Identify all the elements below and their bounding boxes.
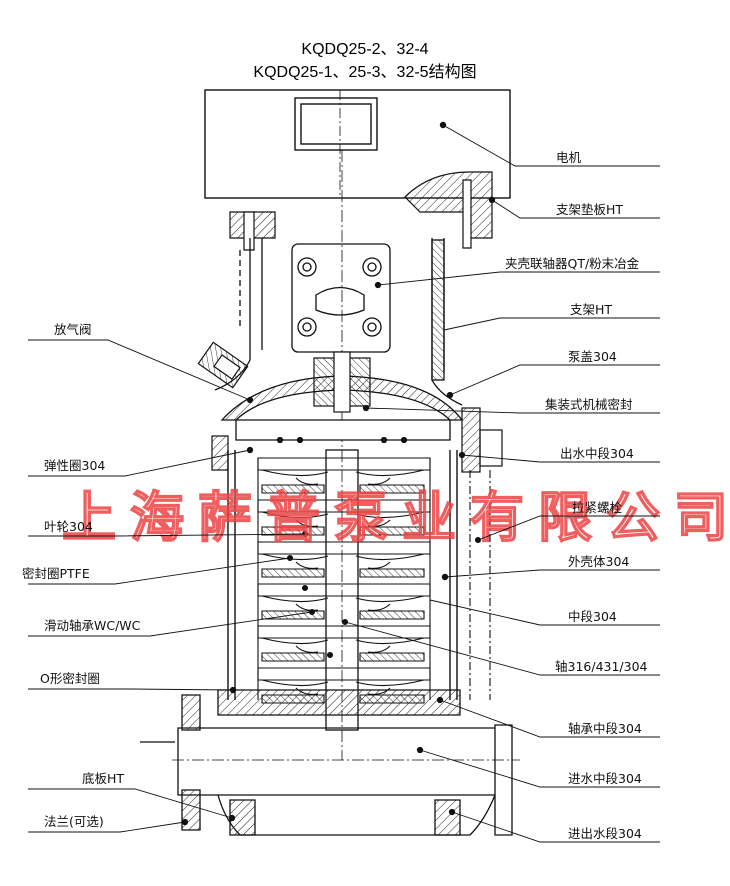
motor [204,89,511,199]
diagram-title-line1: KQDQ25-2、32-4 [301,41,429,58]
impeller-stages [257,449,431,731]
air-vent-valve [197,341,254,404]
support-plate [229,171,496,251]
label-sliding-bearing: 滑动轴承WC/WC [44,618,141,633]
pump-cover [220,375,464,444]
label-inlet-middle-section: 进水中段304 [568,771,642,786]
label-inlet-outlet-section: 进出水段304 [568,826,642,841]
company-watermark: 上海萨普泵业有限公司 [62,486,730,549]
label-o-ring: O形密封圈 [40,671,100,686]
label-tie-bolt: 拉紧螺栓 [572,500,623,515]
label-pump-cover: 泵盖304 [568,349,617,364]
inlet-outlet-section [140,446,520,836]
label-support-plate: 支架垫板HT [556,202,623,217]
outer-casing [227,450,458,700]
label-coupling: 夹壳联轴器QT/粉末冶金 [505,256,640,271]
right-leader-lines [344,124,660,843]
left-labels: 放气阀 弹性圈304 叶轮304 密封圈PTFE 滑动轴承WC/WC O形密封圈… [22,322,141,829]
label-base-plate: 底板HT [82,771,124,786]
label-motor: 电机 [556,150,582,165]
shell-coupling [291,243,391,353]
label-middle-section: 中段304 [568,609,617,624]
label-flange: 法兰(可选) [44,814,104,829]
label-shaft: 轴316/431/304 [555,659,648,674]
left-leader-lines [28,339,313,833]
label-mechanical-seal: 集装式机械密封 [545,397,633,412]
diagram-title-line2: KQDQ25-1、25-3、32-5结构图 [253,64,477,81]
right-labels: 电机 支架垫板HT 夹壳联轴器QT/粉末冶金 支架HT 泵盖304 集装式机械密… [505,150,648,841]
cartridge-mechanical-seal [313,351,371,413]
label-impeller: 叶轮304 [44,519,93,534]
label-outlet-middle-section: 出水中段304 [560,446,634,461]
label-bracket: 支架HT [570,302,612,317]
label-air-vent-valve: 放气阀 [54,322,92,337]
label-elastic-ring: 弹性圈304 [44,458,105,473]
label-bearing-middle-section: 轴承中段304 [568,721,642,736]
label-outer-casing: 外壳体304 [568,554,629,569]
label-seal-ring: 密封圈PTFE [22,566,90,581]
